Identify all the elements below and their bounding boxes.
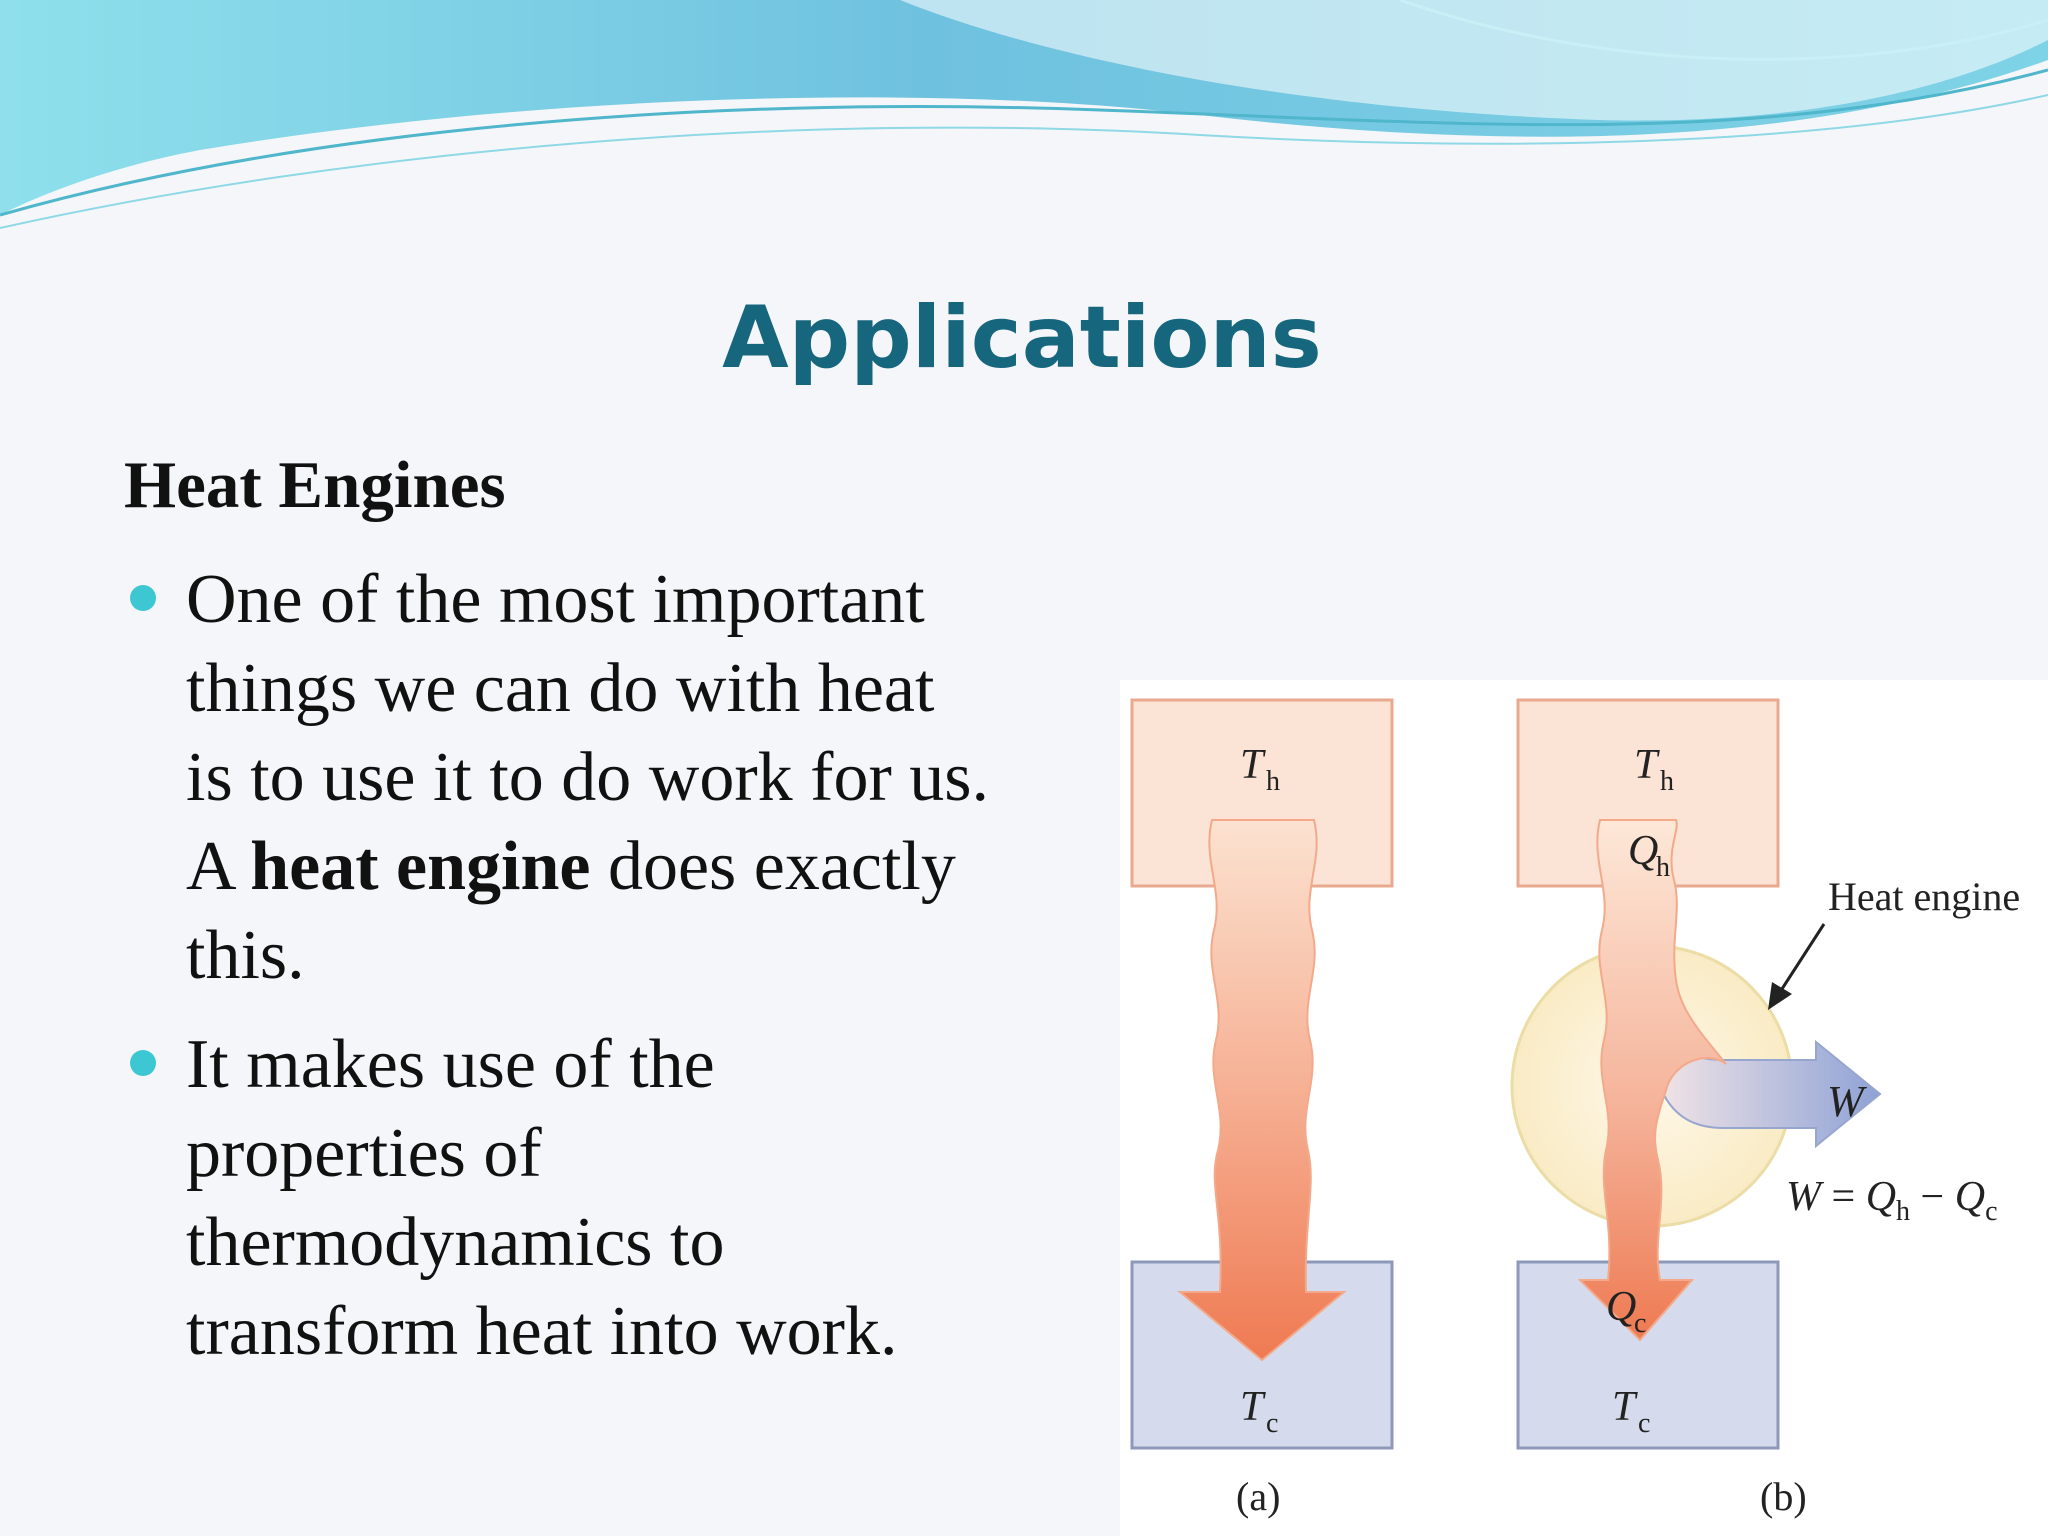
caption-a: (a) bbox=[1236, 1474, 1280, 1519]
wave-header-decoration bbox=[0, 0, 2048, 229]
panel-a: T h T c (a) bbox=[1130, 698, 1394, 1519]
bullet-text: One of the most important things we can … bbox=[186, 555, 1084, 1000]
cold-temp-label-a: T bbox=[1240, 1384, 1266, 1430]
bullet-text: It makes use of the properties of thermo… bbox=[186, 1020, 1084, 1376]
hot-temp-sub-b: h bbox=[1660, 766, 1674, 797]
qc-sub: c bbox=[1634, 1308, 1646, 1339]
heat-engine-label: Heat engine bbox=[1828, 874, 2020, 919]
cold-temp-label-b: T bbox=[1612, 1384, 1638, 1430]
bullet-line: One of the most important bbox=[186, 561, 925, 638]
qc-label: Q bbox=[1606, 1284, 1636, 1330]
work-equation: W = Qh − Qc bbox=[1786, 1174, 1998, 1227]
heat-flow-arrow-b bbox=[1577, 819, 1727, 1342]
heat-engine-diagram: T h T c (a) T h Q h Q c T c W Heat engin… bbox=[1120, 680, 2048, 1536]
hot-temp-label-a: T bbox=[1240, 742, 1266, 788]
bullet-line: A heat engine does exactly bbox=[186, 828, 956, 905]
qh-label: Q bbox=[1628, 828, 1658, 874]
bullet-item: It makes use of the properties of thermo… bbox=[124, 1020, 1084, 1376]
bullet-line: transform heat into work. bbox=[186, 1293, 898, 1370]
heat-flow-arrow-a bbox=[1177, 819, 1347, 1362]
slide-title: Applications bbox=[722, 288, 1322, 388]
caption-b: (b) bbox=[1760, 1474, 1807, 1519]
heat-engine-pointer bbox=[1778, 923, 1826, 993]
section-subheading: Heat Engines bbox=[124, 448, 506, 522]
bullet-icon bbox=[130, 1050, 156, 1076]
bullet-line: It makes use of the bbox=[186, 1026, 715, 1103]
panel-b: T h Q h Q c T c W Heat engine W = Qh − Q… bbox=[1510, 698, 2020, 1519]
work-arrow-label: W bbox=[1827, 1077, 1867, 1126]
bold-term: heat engine bbox=[250, 828, 591, 905]
bullet-icon bbox=[130, 585, 156, 611]
bullet-line: is to use it to do work for us. bbox=[186, 739, 990, 816]
cold-temp-sub-a: c bbox=[1266, 1408, 1278, 1439]
bullet-list: One of the most important things we can … bbox=[124, 555, 1084, 1396]
bullet-line: things we can do with heat bbox=[186, 650, 935, 727]
bullet-line: this. bbox=[186, 917, 305, 994]
bullet-item: One of the most important things we can … bbox=[124, 555, 1084, 1000]
bullet-line: thermodynamics to bbox=[186, 1204, 725, 1281]
cold-temp-sub-b: c bbox=[1638, 1408, 1650, 1439]
bullet-line: properties of bbox=[186, 1115, 542, 1192]
hot-temp-sub-a: h bbox=[1266, 766, 1280, 797]
heat-engine-pointer-head bbox=[1768, 982, 1792, 1010]
qh-sub: h bbox=[1656, 852, 1670, 883]
hot-temp-label-b: T bbox=[1634, 742, 1660, 788]
